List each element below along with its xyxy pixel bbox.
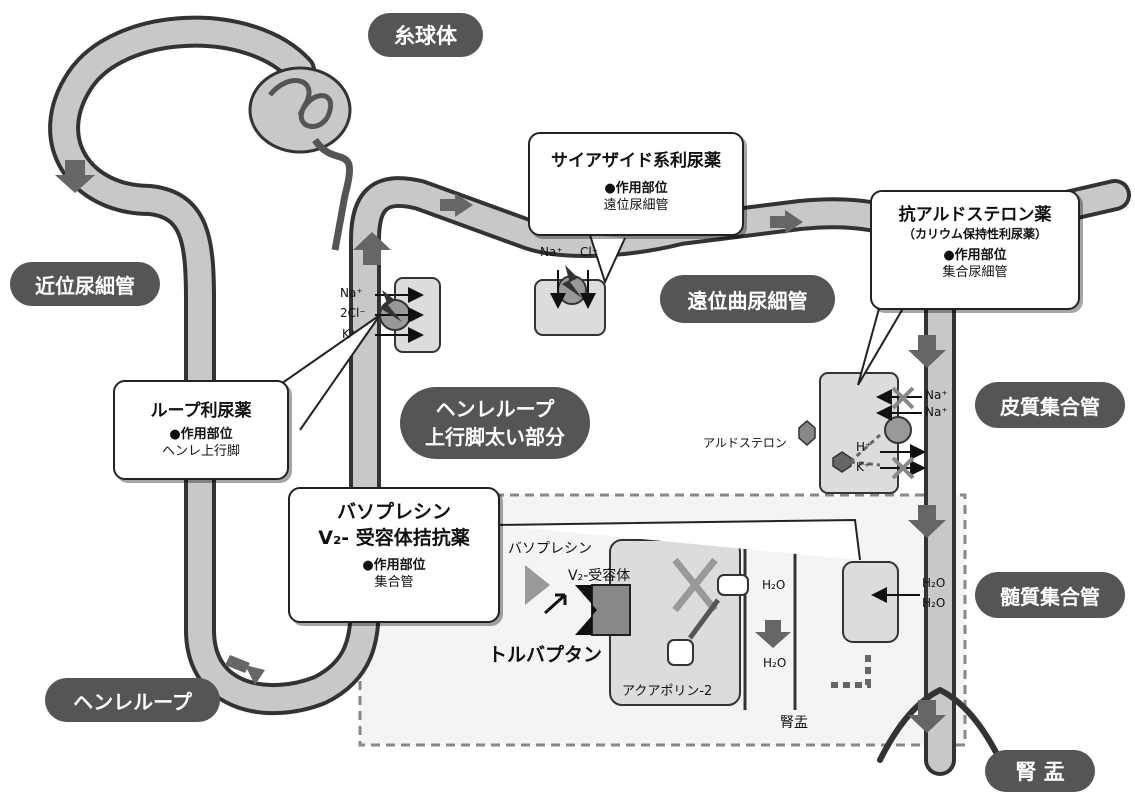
anti-aldosterone-site-label: ●作用部位 bbox=[943, 248, 1007, 263]
aquaporin-x-icon bbox=[672, 557, 718, 613]
loop-site: ヘンレ上行脚 bbox=[161, 444, 240, 459]
flow-arrow-down-icon bbox=[908, 335, 946, 368]
vasopressin-triangle-icon bbox=[525, 565, 550, 605]
cortical-k-label: K⁺ bbox=[856, 460, 871, 474]
glomerulus-label: 糸球体 bbox=[368, 13, 483, 57]
flow-arrow-right-icon bbox=[440, 193, 473, 217]
vasopressin-antagonist-name-2: V₂- 受容体拮抗薬 bbox=[318, 527, 470, 549]
thiazide-site-label: ●作用部位 bbox=[604, 181, 668, 196]
tolvaptan-wedge-icon bbox=[575, 585, 597, 635]
cortical-collecting-duct-label: 皮質集合管 bbox=[975, 382, 1125, 428]
water-label-medullary-1: H₂O bbox=[922, 576, 946, 590]
callout-pointers bbox=[264, 234, 906, 561]
v2-receptor-label: V₂-受容体 bbox=[568, 568, 631, 584]
flow-arrow-down-icon bbox=[908, 505, 946, 538]
flow-arrow-down-icon bbox=[55, 160, 95, 193]
thiazide-callout: サイアザイド系利尿薬 ●作用部位 遠位尿細管 bbox=[528, 132, 744, 236]
tolvaptan-label: トルバプタン bbox=[488, 644, 603, 666]
cortical-h-label: H⁺ bbox=[856, 440, 872, 454]
thiazide-na-label: Na⁺ bbox=[540, 245, 563, 259]
aquaporin-vesicle-icon bbox=[667, 639, 694, 666]
anti-aldosterone-name: 抗アルドステロン薬 bbox=[898, 205, 1052, 225]
vasopressin-antagonist-site-label: ●作用部位 bbox=[362, 558, 426, 573]
loop-na-label: Na⁺ bbox=[340, 286, 363, 300]
flow-arrow-up-icon bbox=[353, 232, 391, 265]
anti-aldosterone-callout: 抗アルドステロン薬 （カリウム保持性利尿薬） ●作用部位 集合尿細管 bbox=[870, 190, 1080, 310]
block-x-icon bbox=[891, 386, 915, 480]
aldosterone-label: アルドステロン bbox=[703, 436, 787, 450]
aldosterone-hexagon-icon bbox=[798, 420, 816, 446]
vasopressin-antagonist-site: 集合管 bbox=[374, 575, 414, 590]
medullary-collecting-duct-label: 髄質集合管 bbox=[975, 572, 1125, 618]
aquaporin-channel-icon bbox=[717, 574, 749, 596]
cortical-na-label-1: Na⁺ bbox=[925, 388, 948, 402]
pump-circle bbox=[884, 416, 912, 444]
aquaporin-label: アクアポリン-2 bbox=[622, 684, 713, 699]
loop-2cl-label: 2Cl⁻ bbox=[340, 306, 366, 320]
proximal-tubule-label: 近位尿細管 bbox=[10, 262, 160, 306]
water-label-medullary-2: H₂O bbox=[922, 596, 946, 610]
cortical-na-label-2: Na⁺ bbox=[925, 405, 948, 419]
distal-tubule-label: 遠位曲尿細管 bbox=[660, 275, 835, 323]
receptor-hexagon-icon bbox=[832, 451, 852, 473]
loop-k-label: K⁺ bbox=[342, 327, 357, 341]
medullary-cell bbox=[842, 561, 899, 643]
loop-name: ループ利尿薬 bbox=[150, 401, 252, 421]
pelvis-small-label: 腎盂 bbox=[780, 715, 808, 731]
anti-aldosterone-site: 集合尿細管 bbox=[942, 265, 1008, 280]
loop-callout: ループ利尿薬 ●作用部位 ヘンレ上行脚 bbox=[113, 380, 289, 480]
flow-arrow-right-icon bbox=[225, 655, 265, 685]
thick-ascending-limb-label: ヘンレループ 上行脚太い部分 bbox=[400, 387, 590, 459]
glomerulus bbox=[248, 66, 353, 251]
renal-pelvis-label: 腎 盂 bbox=[985, 750, 1095, 792]
inhibition-bolt-icon bbox=[380, 290, 402, 322]
anti-aldosterone-subtitle: （カリウム保持性利尿薬） bbox=[902, 227, 1047, 241]
flow-arrow-right-icon bbox=[770, 210, 803, 234]
flow-arrows bbox=[55, 160, 946, 733]
thiazide-cl-label: Cl⁻ bbox=[580, 245, 599, 259]
thiazide-site: 遠位尿細管 bbox=[603, 198, 669, 213]
loop-site-label: ●作用部位 bbox=[169, 427, 233, 442]
thiazide-name: サイアザイド系利尿薬 bbox=[551, 151, 721, 171]
vasopressin-antagonist-name-1: バソプレシン bbox=[336, 501, 451, 523]
vasopressin-label: バソプレシン bbox=[508, 541, 592, 557]
water-label-channel: H₂O bbox=[762, 578, 786, 592]
flow-arrow-down-icon bbox=[755, 620, 791, 648]
flow-arrow-down-icon bbox=[908, 700, 946, 733]
water-label-lumen: H₂O bbox=[763, 656, 787, 670]
henle-loop-label: ヘンレループ bbox=[45, 678, 220, 722]
vasopressin-antagonist-callout: バソプレシン V₂- 受容体拮抗薬 ●作用部位 集合管 bbox=[288, 487, 500, 623]
v2-receptor-icon bbox=[591, 584, 631, 636]
